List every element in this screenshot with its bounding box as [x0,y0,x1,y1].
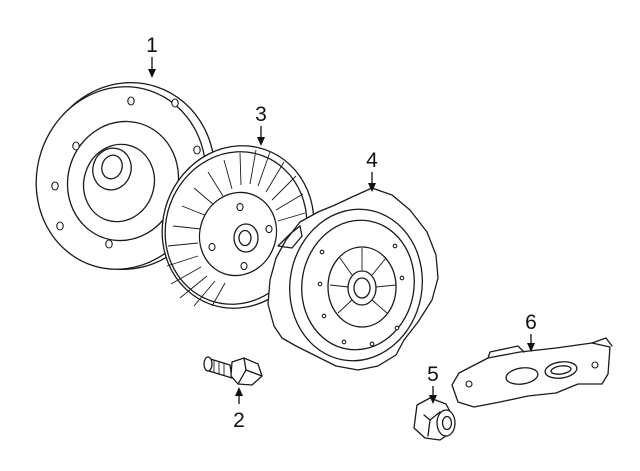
callout-3-label: 3 [255,103,267,126]
callout-2-label: 2 [233,409,245,432]
callout-1-label: 1 [146,34,158,57]
callout-arrows [148,57,535,404]
release-fork-part [451,337,613,408]
callout-6-label: 6 [525,311,537,334]
bushing-part [413,397,456,441]
callout-4-label: 4 [366,149,378,172]
bolt-part [203,356,263,386]
pressure-plate-part [267,187,439,371]
callout-5-label: 5 [427,363,439,386]
